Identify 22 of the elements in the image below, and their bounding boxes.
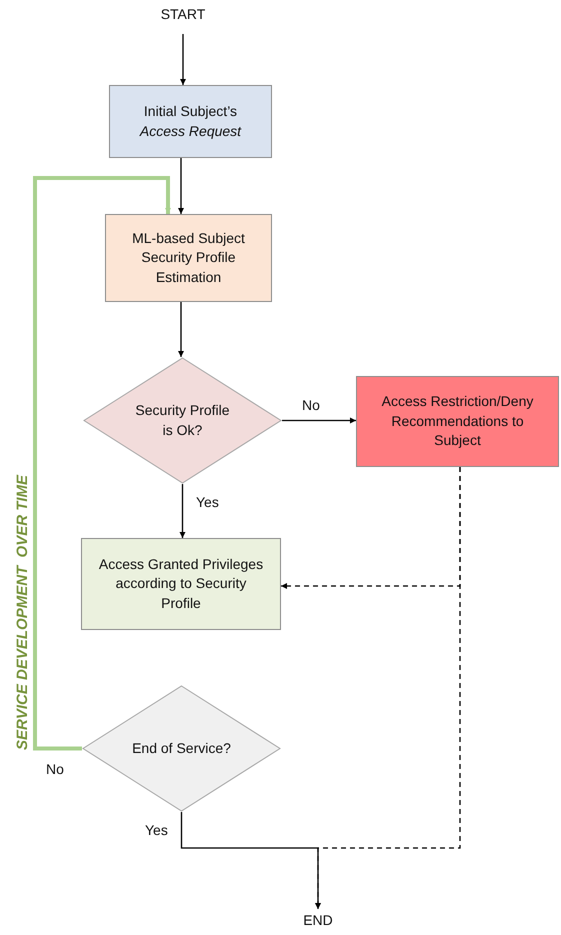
terminal-text: START	[160, 5, 206, 24]
arrow	[180, 34, 186, 85]
node-text: Initial Subject’s Access Request	[138, 102, 242, 141]
node-text: Access Restriction/Deny Recommendations to Subject	[381, 392, 534, 450]
process-box	[105, 214, 272, 302]
arrow	[33, 176, 171, 750]
process-box	[109, 85, 272, 158]
decision-diamond	[82, 685, 281, 812]
node-text: ML-based Subject Security Profile Estimation	[131, 228, 246, 287]
arrow	[180, 812, 321, 909]
terminal-text: END	[303, 911, 333, 930]
node-text: Security Profile is Ok?	[134, 400, 231, 440]
arrow	[282, 418, 356, 424]
decision-diamond	[83, 357, 282, 484]
node-text: End of Service?	[132, 738, 231, 758]
arrow	[178, 158, 184, 214]
process-box	[81, 538, 281, 630]
arrow	[178, 302, 184, 357]
arrow	[180, 484, 186, 538]
node-text: Access Granted Privileges according to Security Profile	[98, 554, 264, 613]
process-box	[356, 376, 559, 467]
vertical-caption: SERVICE DEVELOPMENT OVER TIME	[14, 474, 31, 750]
